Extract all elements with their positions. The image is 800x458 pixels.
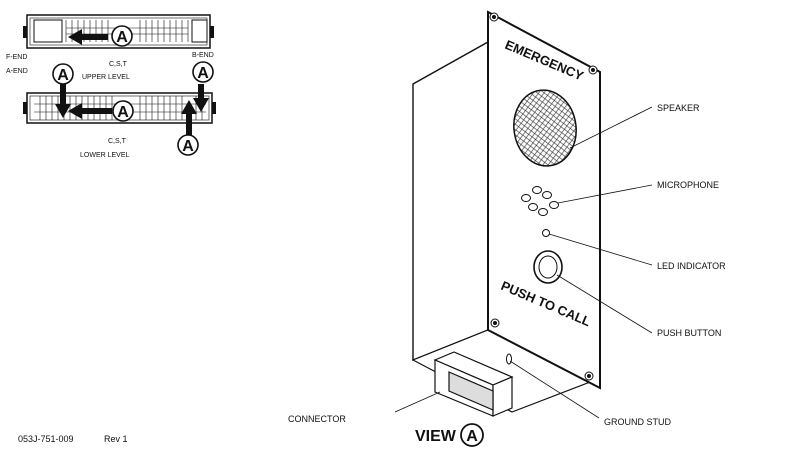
marker-a-left: A xyxy=(52,63,74,85)
ground-stud-label: GROUND STUD xyxy=(604,417,671,427)
face-plate xyxy=(487,10,601,390)
marker-a-lower: A xyxy=(112,100,134,122)
marker-a-upper: A xyxy=(111,25,133,47)
microphone-label: MICROPHONE xyxy=(657,180,719,190)
document-number: 053J-751-009 xyxy=(18,434,74,444)
mounting-screws xyxy=(489,12,598,381)
led-indicator-label: LED INDICATOR xyxy=(657,261,726,271)
view-a-title: VIEW A xyxy=(415,423,484,447)
svg-text:A: A xyxy=(182,138,194,155)
led-indicator xyxy=(542,229,550,237)
upper-level-plan xyxy=(23,14,214,49)
connector-block xyxy=(433,351,514,417)
lower-level-label: LOWER LEVEL xyxy=(80,152,130,159)
svg-text:A: A xyxy=(466,428,478,445)
lower-arrow-right-down xyxy=(193,84,209,112)
lower-arrow-horizontal xyxy=(68,103,112,119)
upper-cst-label: C,S,T xyxy=(109,61,128,68)
lower-cst-label: C,S,T xyxy=(108,138,127,145)
svg-text:VIEW: VIEW xyxy=(415,428,457,445)
leader-lines xyxy=(394,106,653,419)
svg-text:A: A xyxy=(57,67,69,84)
svg-text:A: A xyxy=(117,104,129,121)
lower-level-plan xyxy=(23,84,216,136)
marker-a-bottom: A xyxy=(177,134,199,156)
upper-arrow xyxy=(68,29,108,45)
microphone-holes xyxy=(521,186,559,216)
speaker-label: SPEAKER xyxy=(657,103,700,113)
b-end-label: B-END xyxy=(192,52,214,59)
upper-level-label: UPPER LEVEL xyxy=(82,74,130,81)
svg-text:A: A xyxy=(197,65,209,82)
lower-arrow-left-down xyxy=(55,84,71,118)
push-button-label: PUSH BUTTON xyxy=(657,328,721,338)
lower-arrow-up xyxy=(181,100,197,136)
push-button xyxy=(533,250,563,284)
f-end-label: F-END xyxy=(6,54,27,61)
svg-text:A: A xyxy=(116,29,128,46)
a-end-label: A-END xyxy=(6,68,28,75)
speaker-grille xyxy=(513,89,577,167)
ground-stud xyxy=(506,353,512,365)
intercom-housing xyxy=(411,10,601,413)
marker-a-right: A xyxy=(192,61,214,83)
connector-label: CONNECTOR xyxy=(288,414,346,424)
revision-label: Rev 1 xyxy=(104,434,128,444)
